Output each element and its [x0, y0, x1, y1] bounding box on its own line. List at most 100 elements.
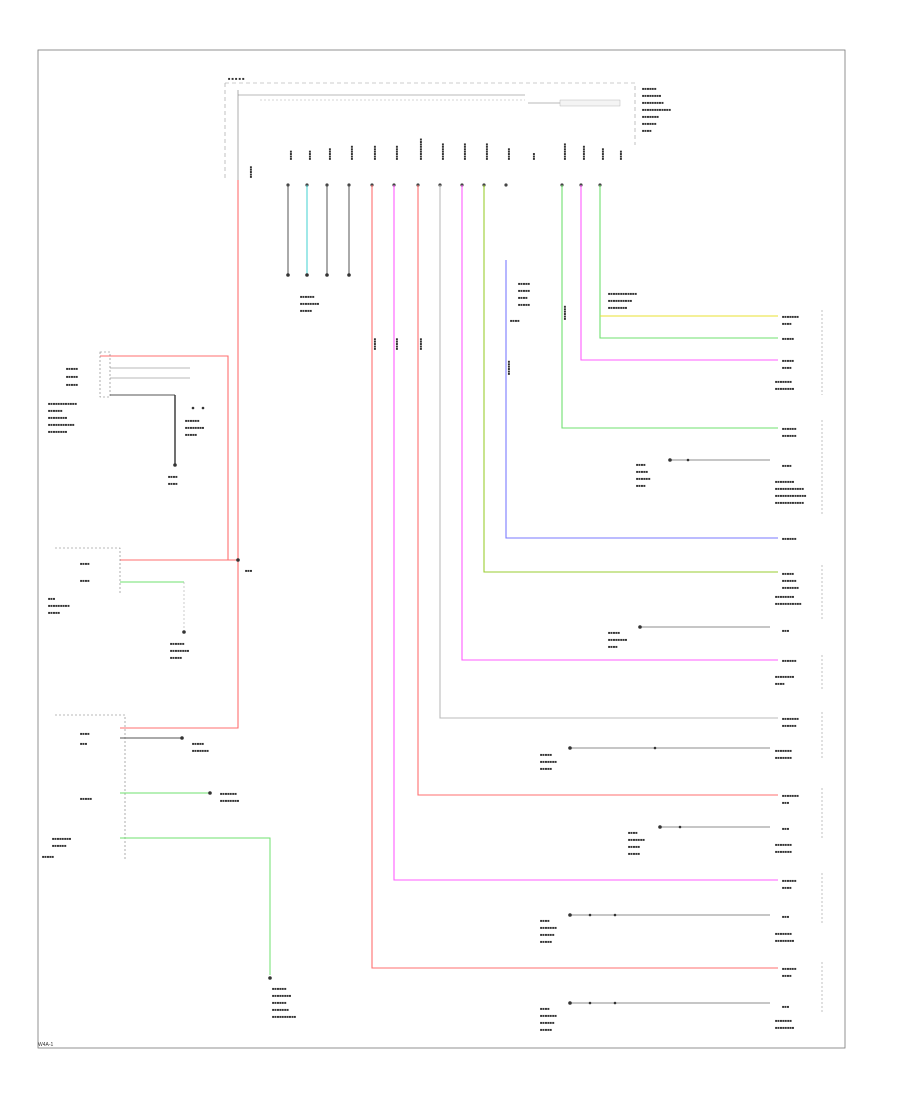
svg-text:■■■■■: ■■■■■	[192, 741, 205, 746]
svg-text:■■■■■■■: ■■■■■■■	[782, 314, 799, 319]
svg-text:■■■■: ■■■■	[168, 481, 178, 486]
svg-text:■■■■■■: ■■■■■■	[394, 145, 399, 160]
svg-text:■■■■■■: ■■■■■■	[506, 360, 511, 375]
bus-wire-labels: ■■■■■ ■■■■■ ■■■■■ ■■■■■■ ■■■■■■ ■■■■■ ■■…	[372, 281, 638, 375]
svg-text:■■■: ■■■	[531, 152, 536, 160]
svg-text:■■■■■■■: ■■■■■■■	[775, 849, 792, 854]
svg-text:■■■■■■: ■■■■■■	[782, 426, 797, 431]
svg-text:■■■: ■■■	[48, 596, 56, 601]
svg-text:■■■■■■: ■■■■■■	[170, 641, 185, 646]
svg-text:■■■■■: ■■■■■	[782, 336, 795, 341]
svg-text:■■■■■■■■: ■■■■■■■■	[52, 836, 72, 841]
svg-text:■■■■■: ■■■■■	[540, 766, 553, 771]
svg-text:■■■■■: ■■■■■	[42, 854, 55, 859]
svg-text:■■■■■: ■■■■■	[80, 796, 93, 801]
svg-text:■ ■ ■ ■ ■: ■ ■ ■ ■ ■	[228, 76, 245, 81]
svg-text:■■■■■: ■■■■■	[608, 630, 621, 635]
svg-text:■■■■■: ■■■■■	[185, 432, 198, 437]
svg-text:■■■■■■■■: ■■■■■■■■	[775, 386, 795, 391]
svg-text:■■■■■: ■■■■■	[66, 366, 79, 371]
svg-text:■■■■: ■■■■	[80, 731, 90, 736]
svg-text:■■■■: ■■■■	[510, 318, 520, 323]
svg-text:■■■■■■■■■■■■■: ■■■■■■■■■■■■■	[775, 493, 807, 498]
svg-text:■■■■■■■: ■■■■■■■	[775, 755, 792, 760]
svg-text:■■■■■■■■: ■■■■■■■■	[608, 637, 628, 642]
svg-text:■■■■■: ■■■■■	[782, 358, 795, 363]
svg-text:■■■■■■■■: ■■■■■■■■	[608, 305, 628, 310]
svg-text:■■■■■■■■■■■■: ■■■■■■■■■■■■	[642, 107, 672, 112]
left-switch-block: ■■■■■ ■■■■■ ■■■■■ ■■■■■■■■■■■■ ■■■■■■ ■■…	[48, 351, 205, 486]
svg-text:■■■■■: ■■■■■	[600, 147, 605, 160]
svg-text:■■■■: ■■■■	[636, 483, 646, 488]
svg-text:■■■■■■■■■■■: ■■■■■■■■■■■	[775, 601, 802, 606]
svg-text:■■■■■: ■■■■■	[518, 281, 531, 286]
svg-text:■■■■■■: ■■■■■■	[300, 294, 315, 299]
svg-text:■■■■: ■■■■	[608, 644, 618, 649]
svg-text:■■■■■■: ■■■■■■	[185, 418, 200, 423]
svg-text:■■■■■■: ■■■■■■	[562, 305, 567, 320]
svg-text:■■■■■■■: ■■■■■■■	[782, 793, 799, 798]
svg-text:■■■■■■■■: ■■■■■■■■	[185, 425, 205, 430]
right-ground-jumpers	[570, 459, 770, 1004]
svg-text:■■■■■■■: ■■■■■■■	[642, 114, 659, 119]
svg-text:■■■■: ■■■■	[782, 885, 792, 890]
svg-text:■■■■■■■: ■■■■■■■	[484, 143, 489, 160]
svg-text:■■■■■■: ■■■■■■	[782, 536, 797, 541]
svg-text:■■■■■: ■■■■■	[248, 165, 253, 178]
svg-text:■■■■■■: ■■■■■■	[372, 145, 377, 160]
svg-text:■■■■: ■■■■	[518, 295, 528, 300]
svg-text:■■■■■: ■■■■■	[48, 610, 61, 615]
svg-text:■■■: ■■■	[782, 800, 790, 805]
svg-text:■■■■■■■■: ■■■■■■■■	[48, 429, 68, 434]
svg-text:■■■■: ■■■■	[618, 150, 623, 160]
svg-text:■■■■■■■■■■: ■■■■■■■■■■	[272, 1014, 297, 1019]
svg-text:■■■■■■: ■■■■■■	[782, 578, 797, 583]
svg-text:■■■■■■: ■■■■■■	[52, 843, 67, 848]
svg-text:■■■■: ■■■■	[782, 973, 792, 978]
svg-text:■■■■■■■■: ■■■■■■■■	[48, 415, 68, 420]
svg-text:■■■■■: ■■■■■	[170, 655, 183, 660]
svg-text:■■■■■■■■■: ■■■■■■■■■	[642, 100, 664, 105]
svg-text:■■■■■■: ■■■■■■	[782, 433, 797, 438]
ground-stubs: ■■■■■■ ■■■■■■■■ ■■■■■	[286, 185, 351, 313]
svg-text:■■■■■: ■■■■■	[66, 374, 79, 379]
svg-text:■■■■■■: ■■■■■■	[272, 986, 287, 991]
left-lower-block: ■■■■ ■■■ ■■■■■ ■■■■■■■■ ■■■■■■ ■■■■■ ■■■…	[42, 714, 297, 1019]
svg-text:■■■: ■■■	[782, 914, 790, 919]
svg-text:■■■■: ■■■■	[782, 321, 792, 326]
svg-text:■■■■: ■■■■	[628, 830, 638, 835]
svg-text:■■■■■■■: ■■■■■■■	[775, 748, 792, 753]
svg-text:■■■■■■■■■■■■: ■■■■■■■■■■■■	[775, 500, 805, 505]
svg-text:■■■■■: ■■■■■	[540, 752, 553, 757]
svg-text:■■■■■■■: ■■■■■■■	[628, 837, 645, 842]
svg-text:■■■■■■■: ■■■■■■■	[775, 1018, 792, 1023]
svg-text:■■■■■■■■■: ■■■■■■■■■	[418, 138, 423, 160]
svg-text:■■■■■■: ■■■■■■	[272, 1000, 287, 1005]
main-module: ■ ■ ■ ■ ■ ■■■■■■ ■■■■■■■■ ■■■■■■■■■ ■■■■…	[224, 76, 672, 180]
diagram-border	[37, 49, 846, 1049]
svg-text:■■■■■: ■■■■■	[636, 469, 649, 474]
svg-text:■■■■■■■: ■■■■■■■	[540, 759, 557, 764]
right-connectors: ■■■■■■■ ■■■■ ■■■■■ ■■■■■ ■■■■ ■■■■■■■ ■■…	[775, 310, 823, 1030]
svg-text:■■■: ■■■	[782, 1004, 790, 1009]
svg-text:■■■■: ■■■■	[642, 128, 652, 133]
svg-text:■■■■■■: ■■■■■■	[782, 723, 797, 728]
svg-text:■■■■■■: ■■■■■■	[48, 408, 63, 413]
svg-text:■■■■■■: ■■■■■■	[581, 145, 586, 160]
svg-text:■■■■■■■■■■■■: ■■■■■■■■■■■■	[48, 401, 78, 406]
svg-text:■■■■: ■■■■	[307, 150, 312, 160]
svg-text:■■■■■: ■■■■■	[327, 147, 332, 160]
svg-text:■■■■■■■: ■■■■■■■	[272, 1007, 289, 1012]
svg-text:■■■■■: ■■■■■	[540, 1027, 553, 1032]
svg-text:■■■■■■■■: ■■■■■■■■	[775, 594, 795, 599]
svg-text:■■■■■■■■■■■■: ■■■■■■■■■■■■	[775, 486, 805, 491]
svg-text:■■■■■■■: ■■■■■■■	[782, 716, 799, 721]
svg-text:■■■■■■■: ■■■■■■■	[540, 1013, 557, 1018]
svg-text:■■■■■■■■■■: ■■■■■■■■■■	[608, 298, 633, 303]
svg-text:■■■■■■: ■■■■■■	[349, 145, 354, 160]
svg-text:■■■■■■: ■■■■■■	[642, 121, 657, 126]
svg-text:■■■■■■: ■■■■■■	[642, 86, 657, 91]
svg-text:■■■■■: ■■■■■	[506, 147, 511, 160]
svg-text:■■■■: ■■■■	[782, 463, 792, 468]
svg-text:■■■■■■■■: ■■■■■■■■	[642, 93, 662, 98]
